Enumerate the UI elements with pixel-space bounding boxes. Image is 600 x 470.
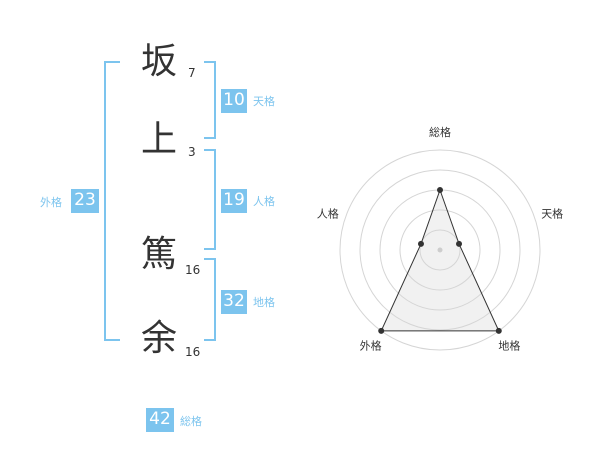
jinkaku-bracket (204, 149, 216, 250)
radar-ring (399, 209, 481, 291)
radar-axis-label: 総格 (429, 125, 451, 139)
radar-point-1 (456, 240, 463, 247)
chikaku-value: 32 (221, 290, 247, 314)
radar-ring (419, 229, 461, 271)
radar-center-dot (437, 247, 443, 253)
name-char-3: 篤 (140, 234, 177, 275)
stroke-count-3: 16 (185, 263, 201, 277)
jinkaku-label: 人格 (253, 195, 275, 208)
tenkaku-label: 天格 (253, 95, 275, 108)
radar-grid (339, 149, 541, 351)
soukaku-label: 総格 (180, 415, 202, 428)
radar-point-3 (378, 327, 385, 334)
gaikaku-value: 23 (71, 189, 99, 213)
radar-axis-label: 天格 (541, 207, 563, 221)
radar-point-0 (437, 187, 443, 193)
radar-axis-label: 外格 (360, 339, 382, 353)
name-char-4: 余 (140, 318, 177, 359)
radar-point-2 (495, 327, 502, 334)
radar-ring (339, 149, 541, 351)
soukaku-value: 42 (146, 408, 174, 432)
chikaku-bracket (204, 258, 216, 341)
name-char-1: 坂 (140, 41, 177, 82)
jinkaku-value: 19 (221, 189, 247, 213)
stroke-count-1: 7 (188, 66, 196, 80)
radar-area (380, 188, 500, 332)
tenkaku-bracket (204, 61, 216, 139)
gaikaku-bracket (104, 61, 120, 341)
radar-axis-label: 地格 (498, 339, 520, 353)
stroke-count-2: 3 (188, 145, 196, 159)
radar-ring (359, 169, 521, 331)
tenkaku-value: 10 (221, 89, 247, 113)
radar-point-4 (417, 240, 424, 247)
radar-axis-label: 人格 (317, 207, 339, 221)
stroke-count-4: 16 (185, 345, 201, 359)
name-char-2: 上 (140, 119, 177, 160)
chikaku-label: 地格 (253, 296, 275, 309)
gaikaku-label: 外格 (40, 196, 62, 209)
radar-points (378, 187, 502, 334)
